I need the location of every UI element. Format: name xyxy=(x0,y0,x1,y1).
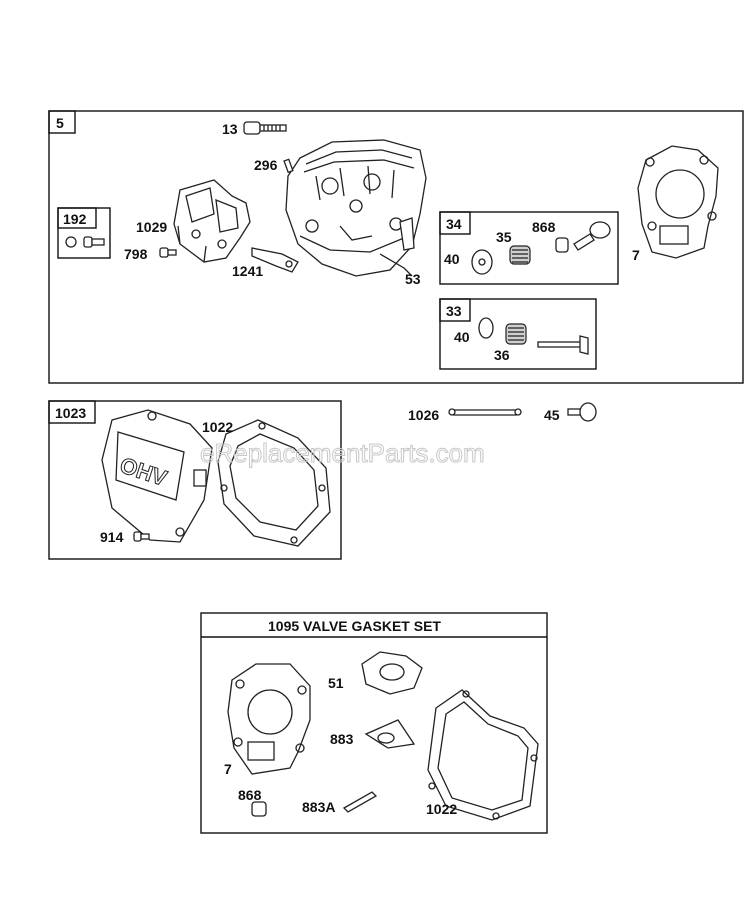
part-label-1241: 1241 xyxy=(232,263,263,279)
push-rod-icon xyxy=(448,408,522,416)
group-1023-box xyxy=(48,400,342,560)
valve-cover-gasket-set-icon xyxy=(427,689,539,821)
valve-cover-icon: OHV xyxy=(101,409,213,543)
part-label-914: 914 xyxy=(100,529,124,545)
part-label-40-a: 40 xyxy=(444,251,460,267)
group-33-tag xyxy=(439,298,471,322)
valve-spring-36-icon xyxy=(505,323,527,345)
part-label-7-b: 7 xyxy=(224,761,232,777)
part-label-35: 35 xyxy=(496,229,512,245)
bolt-13-icon xyxy=(243,121,287,135)
group-33-label: 33 xyxy=(446,303,462,319)
bolt-45-icon xyxy=(567,402,597,422)
valve-retainer-33-icon xyxy=(478,317,494,339)
part-label-13: 13 xyxy=(222,121,238,137)
head-gasket-icon xyxy=(637,145,719,259)
part-label-40-b: 40 xyxy=(454,329,470,345)
watermark-text: eReplacementParts.com xyxy=(200,438,485,468)
part-label-45: 45 xyxy=(544,407,560,423)
gasket-set-box xyxy=(200,612,548,834)
group-5-label: 5 xyxy=(56,115,64,131)
exhaust-gasket-883-icon xyxy=(364,719,416,749)
part-label-1026: 1026 xyxy=(408,407,439,423)
valve-retainer-icon xyxy=(471,249,493,275)
valve-seal-868-set-icon xyxy=(251,801,267,817)
part-label-1022-a: 1022 xyxy=(202,419,233,435)
screw-914-icon xyxy=(133,531,150,542)
gasket-883a-icon xyxy=(342,791,378,813)
rocker-bracket-icon xyxy=(173,179,251,263)
valve-seal-868-icon xyxy=(555,237,569,253)
part-label-1029: 1029 xyxy=(136,219,167,235)
cylinder-head-icon xyxy=(285,139,427,277)
gasket-set-title: 1095 VALVE GASKET SET xyxy=(268,618,441,634)
part-label-883: 883 xyxy=(330,731,354,747)
part-label-51: 51 xyxy=(328,675,344,691)
valve-cover-gasket-icon xyxy=(217,419,331,547)
valve-intake-icon xyxy=(573,221,611,251)
group-5-tag xyxy=(48,110,76,134)
group-192-tag xyxy=(57,207,97,229)
group-34-box xyxy=(439,211,619,285)
group-34-label: 34 xyxy=(446,216,462,232)
breather-plate-icon xyxy=(251,247,299,273)
screw-pair-icon xyxy=(65,236,105,248)
part-label-53: 53 xyxy=(405,271,421,287)
head-gasket-set-icon xyxy=(227,663,311,775)
group-33-box xyxy=(439,298,597,370)
part-label-868-b: 868 xyxy=(238,787,262,803)
group-1023-label: 1023 xyxy=(55,405,86,421)
part-label-1022-b: 1022 xyxy=(426,801,457,817)
screw-798-icon xyxy=(159,247,177,258)
part-label-798: 798 xyxy=(124,246,148,262)
part-label-868-a: 868 xyxy=(532,219,556,235)
group-1023-tag xyxy=(48,400,96,424)
pin-296-icon xyxy=(283,158,294,174)
valve-exhaust-icon xyxy=(537,335,589,355)
part-label-36: 36 xyxy=(494,347,510,363)
intake-gasket-51-icon xyxy=(361,651,423,695)
stud-53-icon xyxy=(379,217,415,277)
part-label-7-a: 7 xyxy=(632,247,640,263)
part-label-296: 296 xyxy=(254,157,278,173)
group-5-box xyxy=(48,110,744,384)
group-192-label: 192 xyxy=(63,211,87,227)
group-34-tag xyxy=(439,211,471,235)
part-label-883a: 883A xyxy=(302,799,335,815)
valve-spring-icon xyxy=(509,245,531,265)
